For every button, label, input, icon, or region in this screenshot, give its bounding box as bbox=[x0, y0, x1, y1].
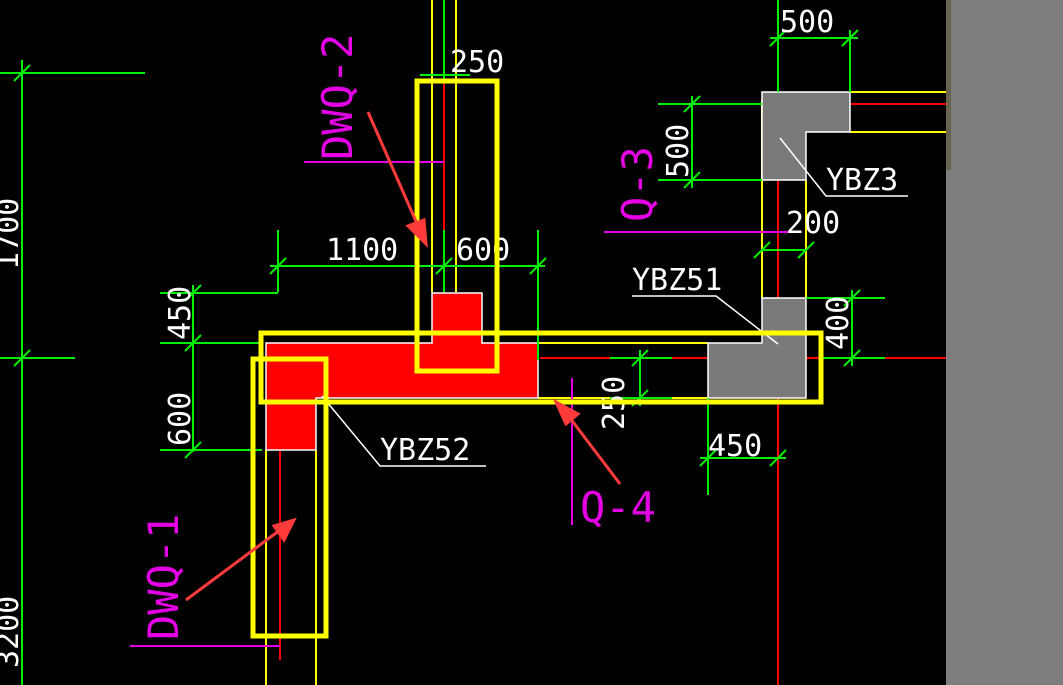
dim-450-bottom: 450 bbox=[708, 429, 762, 464]
ybz3-leader bbox=[779, 137, 908, 197]
arrow-dwq1 bbox=[185, 517, 297, 602]
dim-450-vertical: 450 bbox=[163, 286, 198, 340]
label-q4: Q-4 bbox=[580, 483, 656, 532]
dim-500-vertical: 500 bbox=[661, 124, 696, 178]
dim-3200-partial: 3200 bbox=[0, 596, 26, 668]
dimension-lines bbox=[0, 0, 885, 685]
label-q3: Q-3 bbox=[613, 146, 662, 222]
arrow-q4 bbox=[552, 398, 622, 485]
wall-labels: DWQ-2 Q-3 Q-4 DWQ-1 bbox=[139, 34, 662, 640]
label-dwq1: DWQ-1 bbox=[139, 514, 188, 640]
dim-1700-partial: 1700 bbox=[0, 198, 26, 270]
cad-drawing-canvas[interactable]: 500 250 200 1100 600 450 500 450 600 400… bbox=[0, 0, 946, 685]
dim-200: 200 bbox=[786, 206, 840, 241]
leader-lines bbox=[321, 137, 908, 467]
label-ybz3: YBZ3 bbox=[826, 163, 898, 198]
label-ybz51: YBZ51 bbox=[632, 263, 722, 298]
highlight-q4 bbox=[258, 330, 824, 405]
column-ybz51 bbox=[707, 297, 807, 399]
label-dwq2: DWQ-2 bbox=[313, 34, 362, 160]
ybz51-leader bbox=[632, 295, 779, 345]
highlight-dwq1 bbox=[250, 356, 329, 639]
arrow-dwq2 bbox=[366, 111, 428, 248]
highlight-boxes bbox=[250, 78, 824, 639]
ybz52-leader bbox=[321, 395, 486, 467]
dim-1100: 1100 bbox=[326, 233, 398, 268]
label-ybz52: YBZ52 bbox=[380, 433, 470, 468]
side-panel bbox=[946, 0, 1063, 685]
dim-250: 250 bbox=[450, 45, 504, 80]
dimension-texts: 500 250 200 1100 600 450 500 450 600 400… bbox=[0, 5, 856, 668]
dim-600-horizontal: 600 bbox=[456, 233, 510, 268]
side-panel-edge bbox=[946, 0, 951, 170]
dim-400: 400 bbox=[821, 296, 856, 350]
dim-600-vertical: 600 bbox=[163, 392, 198, 446]
column-labels: YBZ3 YBZ51 YBZ52 bbox=[380, 163, 898, 468]
dim-500-top: 500 bbox=[780, 5, 834, 40]
annotation-arrows bbox=[185, 111, 622, 602]
cad-drawing: 500 250 200 1100 600 450 500 450 600 400… bbox=[0, 0, 946, 685]
